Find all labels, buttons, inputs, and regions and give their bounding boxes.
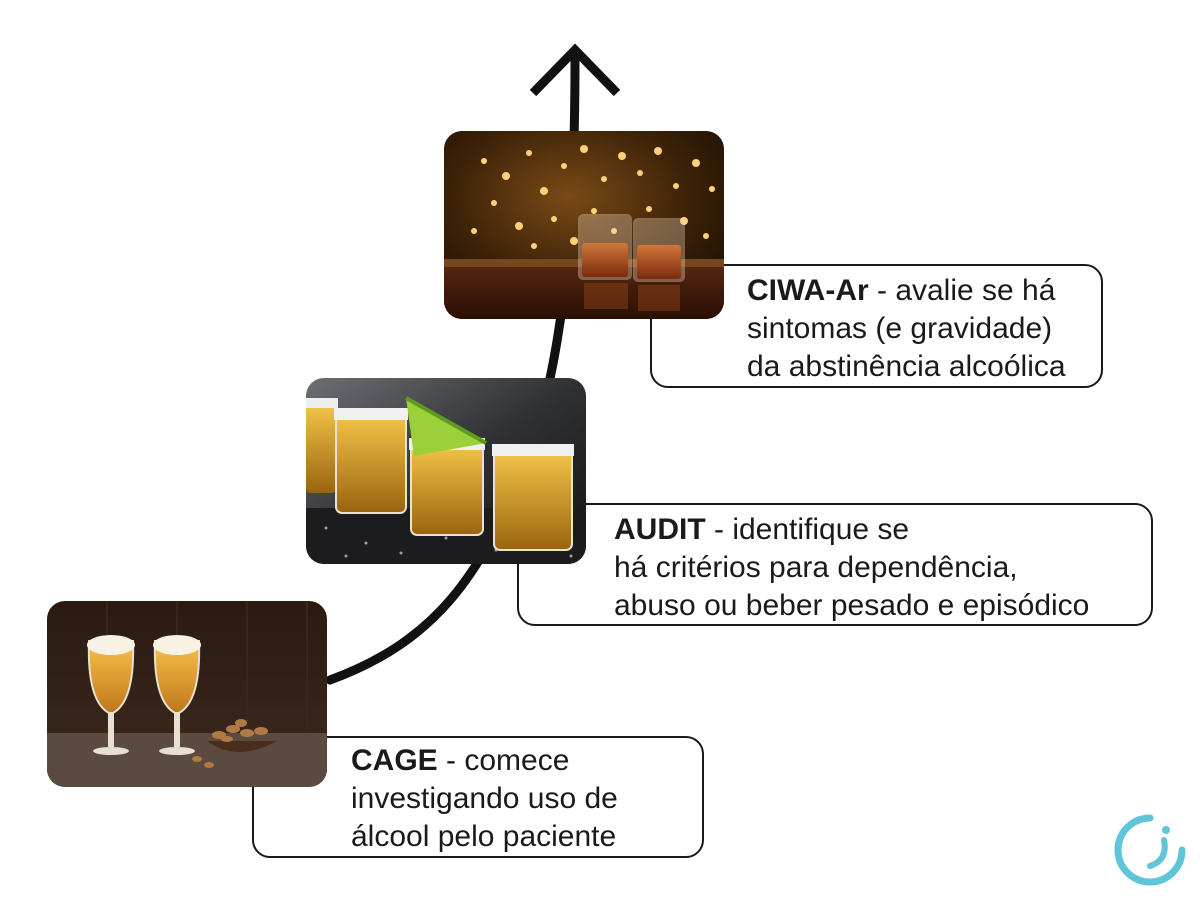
cage-line-2: investigando uso de (351, 780, 618, 818)
ciwa-line-3: da abstinência alcoólica (747, 348, 1066, 386)
cage-title-line: CAGE - comece (351, 742, 618, 780)
beer-glasses-photo (47, 601, 327, 787)
ciwa-name: CIWA-Ar (747, 274, 869, 307)
whiskey-glasses-photo (444, 131, 724, 319)
audit-name: AUDIT (614, 513, 706, 546)
audit-line-3: abuso ou beber pesado e episódico (614, 587, 1089, 625)
tequila-shots-photo (306, 378, 586, 564)
ciwa-line-2: sintomas (e gravidade) (747, 310, 1066, 348)
audit-title-line: AUDIT - identifique se (614, 511, 1089, 549)
ciwa-title-line: CIWA-Ar - avalie se há (747, 272, 1066, 310)
audit-step-card: AUDIT - identifique se há critérios para… (517, 503, 1153, 626)
audit-line-2: há critérios para dependência, (614, 549, 1089, 587)
cage-name: CAGE (351, 744, 438, 777)
cage-line-3: álcool pelo paciente (351, 818, 618, 856)
brand-logo-icon (1110, 810, 1190, 890)
